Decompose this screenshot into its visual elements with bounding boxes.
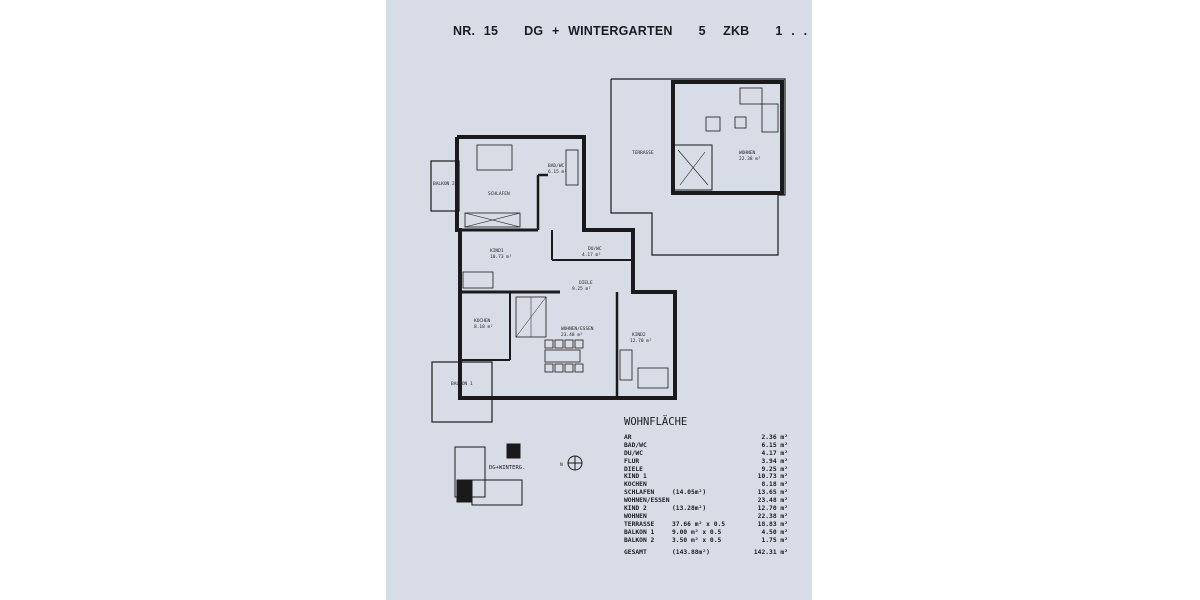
room-note [672, 466, 728, 474]
table-row: BALKON 2 3.50 m² x 0.5 1.75 m² [624, 537, 788, 545]
label-wohnen: WOHNEN [739, 150, 756, 156]
plan-title: NR. 15 DG + WINTERGARTEN 5 ZKB 1 . . [453, 24, 808, 38]
room-note [672, 450, 728, 458]
room-area: 1.75 m² [761, 536, 788, 544]
room-name: BALKON 1 [624, 528, 655, 536]
total-name: GESAMT [624, 549, 647, 557]
table-row: DIELE 9.25 m² [624, 466, 788, 474]
label-kind2: KIND2 [632, 332, 646, 338]
total-area: 142.31 m² [753, 549, 788, 557]
room-name: SCHLAFEN [624, 489, 655, 497]
label-kochen-area: 8.18 m² [474, 324, 493, 330]
room-name: KOCHEN [624, 481, 647, 489]
room-note [672, 442, 728, 450]
label-balkon1: BALKON 1 [451, 381, 473, 387]
keyplan-label: DG+WINTERG. [489, 465, 526, 471]
label-duwc-area: 4.17 m² [582, 252, 601, 258]
room-note [672, 497, 728, 505]
room-area: 9.25 m² [761, 465, 788, 473]
label-kind1: KIND1 [490, 248, 504, 254]
label-wohnen-area: 22.38 m² [739, 156, 761, 162]
room-name: TERRASSE [624, 520, 655, 528]
room-area: 2.36 m² [761, 434, 788, 441]
table-row: WOHNEN/ESSEN 23.48 m² [624, 497, 788, 505]
room-name: WOHNEN [624, 512, 647, 520]
room-note [672, 513, 728, 521]
label-kochen: KOCHEN [474, 318, 491, 324]
room-area: 4.50 m² [761, 528, 788, 536]
total-row: GESAMT (143.88m²) 142.31 m² [624, 549, 788, 557]
room-note: 9.00 m² x 0.5 [672, 528, 722, 536]
room-name: BALKON 2 [624, 536, 655, 544]
room-name: DU/WC [624, 449, 643, 457]
wohnflaeche-table: AR 2.36 m² BAD/WC 6.15 m² DU/WC 4.17 m² FLU… [624, 434, 788, 557]
compass-north-label: N [560, 462, 563, 468]
room-area: 10.73 m² [757, 473, 788, 481]
table-row: SCHLAFEN (14.05m²) 13.65 m² [624, 489, 788, 497]
label-bad-area: 6.15 m² [548, 169, 567, 175]
room-name: FLUR [624, 457, 640, 465]
label-kind1-area: 10.73 m² [490, 254, 512, 260]
label-wohnen-essen: WOHNEN/ESSEN [561, 326, 594, 332]
room-note: (13.28m²) [672, 505, 707, 513]
balkon-2 [430, 160, 460, 212]
room-name: KIND 1 [624, 473, 647, 481]
room-note [672, 458, 728, 466]
room-area: 8.18 m² [761, 481, 788, 489]
room-area: 3.94 m² [761, 457, 788, 465]
total-note: (143.88m²) [672, 549, 710, 557]
table-row: KIND 2 (13.28m²) 12.70 m² [624, 505, 788, 513]
label-duwc: DU/WC [588, 246, 602, 252]
room-area: 22.38 m² [757, 512, 788, 520]
room-note [672, 473, 728, 481]
label-kind2-area: 12.70 m² [630, 338, 652, 344]
room-area: 18.83 m² [757, 520, 788, 528]
room-note [672, 434, 728, 442]
room-note: (14.05m²) [672, 489, 707, 497]
table-row: AR 2.36 m² [624, 434, 788, 442]
room-name: BAD/WC [624, 441, 647, 449]
table-row: TERRASSE 37.66 m² x 0.5 18.83 m² [624, 521, 788, 529]
label-diele: DIELE [579, 280, 593, 286]
label-balkon2: BALKON 2 [433, 181, 455, 187]
terrace-outline [610, 78, 786, 256]
room-name: KIND 2 [624, 505, 647, 513]
room-area: 23.48 m² [757, 497, 788, 505]
table-row: BAD/WC 6.15 m² [624, 442, 788, 450]
table-row: BALKON 1 9.00 m² x 0.5 4.50 m² [624, 529, 788, 537]
label-terrasse: TERRASSE [632, 150, 654, 156]
room-note: 3.50 m² x 0.5 [672, 536, 722, 544]
label-diele-area: 9.25 m² [572, 286, 591, 292]
table-row: KOCHEN 8.18 m² [624, 481, 788, 489]
room-name: AR [624, 434, 632, 441]
room-area: 4.17 m² [761, 449, 788, 457]
room-name: DIELE [624, 465, 643, 473]
label-wohnen-essen-area: 23.48 m² [561, 332, 583, 338]
room-area: 12.70 m² [757, 505, 788, 513]
room-note: 37.66 m² x 0.5 [672, 520, 726, 528]
wohnen-room [671, 80, 784, 195]
label-bad: BAD/WC [548, 163, 565, 169]
room-name: WOHNEN/ESSEN [624, 497, 670, 505]
table-row: FLUR 3.94 m² [624, 458, 788, 466]
wohnflaeche-title: WOHNFLÄCHE [624, 416, 688, 428]
room-area: 6.15 m² [761, 441, 788, 449]
table-row: WOHNEN 22.38 m² [624, 513, 788, 521]
table-row: DU/WC 4.17 m² [624, 450, 788, 458]
balkon-1 [431, 361, 493, 423]
room-note [672, 481, 728, 489]
room-area: 13.65 m² [757, 489, 788, 497]
label-schlafen: SCHLAFEN [488, 191, 510, 197]
table-row: KIND 1 10.73 m² [624, 473, 788, 481]
